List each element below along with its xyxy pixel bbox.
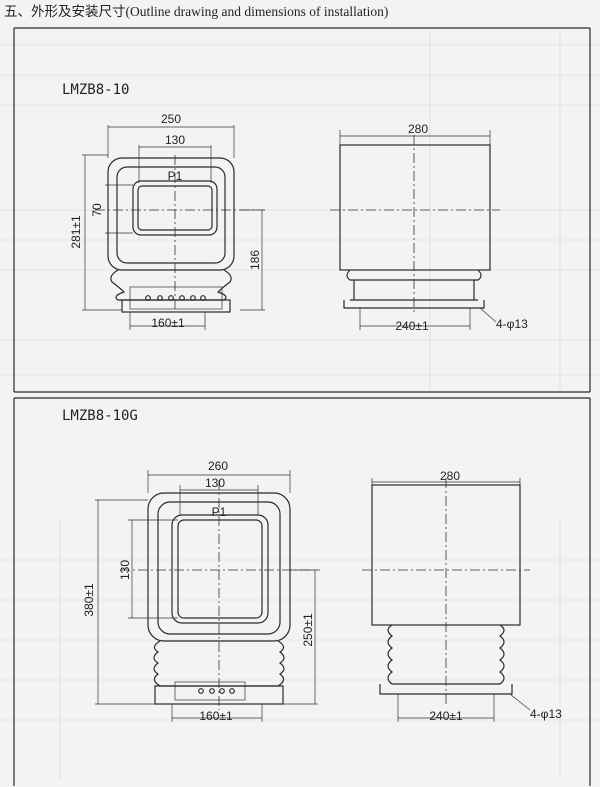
s2-side-dim-width: 280 <box>440 469 460 483</box>
s1-dim-width: 250 <box>161 112 181 126</box>
section1-frame <box>13 27 591 393</box>
s1-side-holes: 4-φ13 <box>496 317 528 331</box>
section2-frame <box>13 397 591 786</box>
background-show-through <box>0 30 600 780</box>
s1-p1-label: P1 <box>168 169 183 183</box>
s2-dim-inner-width: 130 <box>205 476 225 490</box>
s2-dim-base-width: 160±1 <box>199 709 233 723</box>
s1-dim-base-width: 160±1 <box>151 316 185 330</box>
s1-dim-inner-width: 130 <box>165 133 185 147</box>
s2-side-holes: 4-φ13 <box>530 707 562 721</box>
s1-dim-axis-height: 186 <box>248 250 262 270</box>
section1-model-label: LMZB8-10 <box>62 82 129 98</box>
s2-side-dim-base-width: 240±1 <box>429 709 463 723</box>
header-title: 五、外形及安装尺寸(Outline drawing and dimensions… <box>4 4 388 19</box>
s2-dim-width: 260 <box>208 459 228 473</box>
s1-side-dim-width: 280 <box>408 122 428 136</box>
s2-dim-height: 380±1 <box>82 583 96 617</box>
s1-dim-height: 281±1 <box>69 215 83 249</box>
section2-side-view <box>362 478 531 722</box>
s2-dim-window-height: 130 <box>118 560 132 580</box>
section2-front-view <box>95 470 320 722</box>
section1-front-view <box>82 125 265 330</box>
section1-side-view <box>330 130 500 330</box>
terminal-dots <box>145 295 206 301</box>
s2-dim-axis-height: 250±1 <box>301 613 315 647</box>
s2-p1-label: P1 <box>212 505 227 519</box>
s1-side-dim-base-width: 240±1 <box>395 319 429 333</box>
terminal-dots <box>198 688 235 694</box>
s1-dim-window-height: 70 <box>90 203 104 217</box>
section2-model-label: LMZB8-10G <box>62 408 138 424</box>
